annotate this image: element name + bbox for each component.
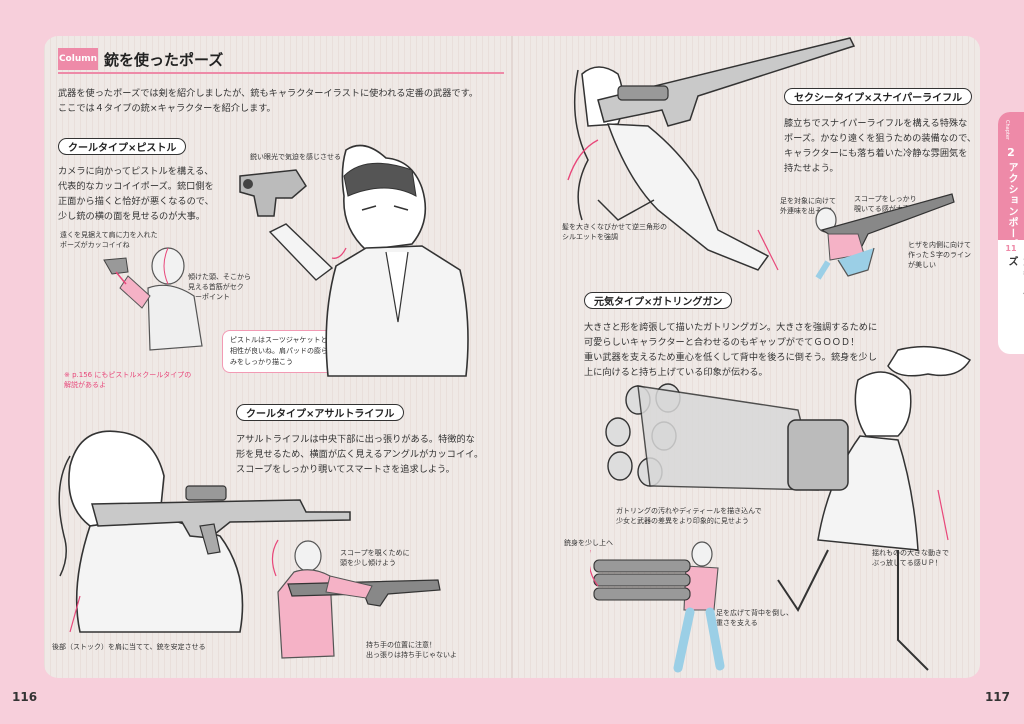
pistol-tip-bubble: ピストルはスーツジャケットと 相性が良いね。肩パッドの膨ら みをしっかり描こう bbox=[222, 330, 336, 373]
sniper-text-line: ポーズ。かなり遠くを狙うための装備なので、 bbox=[784, 133, 977, 144]
pistol-character-illustration bbox=[239, 144, 469, 377]
intro-line: 武器を使ったポーズでは剣を紹介しましたが、銃もキャラクターイラストに使われる定番… bbox=[58, 88, 479, 99]
sniper-mannequin-sketch bbox=[815, 193, 955, 280]
gatling-text-line: 大きさと形を誇張して描いたガトリングガン。大きさを強調するために bbox=[584, 322, 878, 333]
pistol-text-line: 正面から描くと恰好が悪くなるので、 bbox=[58, 196, 214, 207]
column-underline bbox=[58, 72, 504, 74]
pistol-note-neck: 傾けた頭、そこから 見える首筋がセク シーポイント bbox=[188, 273, 251, 301]
gatling-text: 大きさと形を誇張して描いたガトリングガン。大きさを強調するために 可愛らしいキャ… bbox=[584, 320, 877, 380]
chapter-number: 2 bbox=[1007, 146, 1015, 159]
pistol-note-eyes: 鋭い眼光で気迫を感じさせる bbox=[250, 153, 341, 161]
sniper-note-hair: 髪を大きくなびかせて逆三角形の シルエットを強調 bbox=[562, 223, 667, 241]
gatling-note-legs: 足を広げて背中を倒し、 重さを支える bbox=[716, 609, 793, 627]
sniper-text-line: 膝立ちでスナイパーライフルを構える特殊な bbox=[784, 118, 968, 129]
bottom-band bbox=[0, 682, 1024, 724]
rifle-text-line: アサルトライフルは中央下部に出っ張りがある。特徴的な bbox=[236, 434, 475, 445]
column-title: 銃を使ったポーズ bbox=[104, 51, 224, 69]
rifle-note-stock: 後部（ストック）を肩に当てて、銃を安定させる bbox=[52, 643, 206, 651]
gatling-note-detail: ガトリングの汚れやディティールを描き込んで 少女と武器の差異をより印象的に見せよ… bbox=[616, 507, 762, 525]
chapter-tab[interactable]: Chapter 2 アクションポーズ 11 武器を使ったポーズ bbox=[998, 112, 1024, 354]
rifle-note-scope: スコープを覗くために 頭を少し傾けよう bbox=[340, 549, 410, 567]
rifle-text-line: 形を見せるため、横面が広く見えるアングルがカッコイイ。 bbox=[236, 449, 484, 460]
chapter-tab-band bbox=[998, 112, 1024, 240]
pistol-text-line: 少し銃の横の面を見せるのが大事。 bbox=[58, 211, 205, 222]
sniper-text-line: 持たせよう。 bbox=[784, 163, 839, 174]
sniper-character-illustration bbox=[567, 37, 856, 271]
gatling-note-skirt: 揺れものの大きな動きで ぶっ放してる感ＵＰ！ bbox=[872, 549, 949, 567]
rifle-text-line: スコープをしっかり覗いてスマートさを追求しよう。 bbox=[236, 464, 455, 475]
sniper-note-knee: ヒザを内側に向けて 作ったＳ字のライン が美しい bbox=[908, 241, 971, 269]
pistol-reference-note: ※ p.156 にもピストル×クールタイプの 解説があるよ bbox=[64, 371, 192, 389]
pistol-note-shoulder: 遠くを見据えて肩に力を入れた ポーズがカッコイイね bbox=[60, 231, 158, 249]
column-intro: 武器を使ったポーズでは剣を紹介しましたが、銃もキャラクターイラストに使われる定番… bbox=[58, 86, 478, 116]
page-gutter bbox=[511, 36, 513, 678]
sniper-heading: セクシータイプ×スナイパーライフル bbox=[784, 88, 973, 105]
pistol-text-line: カメラに向かってピストルを構える、 bbox=[58, 166, 214, 177]
pistol-text: カメラに向かってピストルを構える、 代表的なカッコイイポーズ。銃口側を 正面から… bbox=[58, 164, 214, 224]
section-number: 11 bbox=[1005, 244, 1017, 253]
gatling-character-illustration bbox=[605, 345, 972, 671]
sniper-note-foot: 足を対象に向けて 外連味を出そう！ bbox=[780, 197, 836, 215]
pistol-mannequin-sketch bbox=[103, 247, 203, 351]
top-band bbox=[0, 0, 1024, 26]
gatling-text-line: 可愛らしいキャラクターと合わせるのもギャップがでてＧＯＯＤ！ bbox=[584, 337, 860, 348]
pistol-text-line: 代表的なカッコイイポーズ。銃口側を bbox=[58, 181, 214, 192]
column-tag: Column bbox=[58, 48, 98, 70]
chapter-title: アクションポーズ bbox=[1006, 162, 1017, 250]
gatling-barrels bbox=[605, 383, 849, 491]
gatling-text-line: 上に向けると持ち上げている印象が伝わる。 bbox=[584, 367, 768, 378]
rifle-mannequin-sketch bbox=[271, 539, 441, 659]
rifle-character-illustration bbox=[58, 430, 351, 633]
sniper-text: 膝立ちでスナイパーライフルを構える特殊な ポーズ。かなり遠くを狙うための装備なの… bbox=[784, 116, 976, 176]
rifle-text: アサルトライフルは中央下部に出っ張りがある。特徴的な 形を見せるため、横面が広く… bbox=[236, 432, 483, 477]
sniper-note-scope: スコープをしっかり 覗いてる感が大事 bbox=[854, 195, 917, 213]
gatling-heading: 元気タイプ×ガトリングガン bbox=[584, 292, 733, 309]
rifle-heading: クールタイプ×アサルトライフル bbox=[236, 404, 405, 421]
page-number-left: 116 bbox=[12, 690, 38, 704]
sniper-text-line: キャラクターにも落ち着いた冷静な雰囲気を bbox=[784, 148, 968, 159]
section-title: 武器を使ったポーズ bbox=[1006, 256, 1024, 344]
gatling-text-line: 重い武器を支えるため重心を低くして背中を後ろに倒そう。銃身を少し bbox=[584, 352, 877, 363]
intro-line: ここでは４タイプの銃×キャラクターを紹介します。 bbox=[58, 103, 276, 114]
gatling-mannequin-sketch bbox=[590, 541, 725, 673]
page-number-right: 117 bbox=[984, 690, 1010, 704]
rifle-note-grip: 持ち手の位置に注意！ 出っ張りは持ち手じゃないよ bbox=[366, 641, 457, 659]
chapter-label: Chapter bbox=[1004, 120, 1010, 140]
gatling-note-barrel: 銃身を少し上へ bbox=[564, 539, 613, 547]
pistol-heading: クールタイプ×ピストル bbox=[58, 138, 187, 155]
